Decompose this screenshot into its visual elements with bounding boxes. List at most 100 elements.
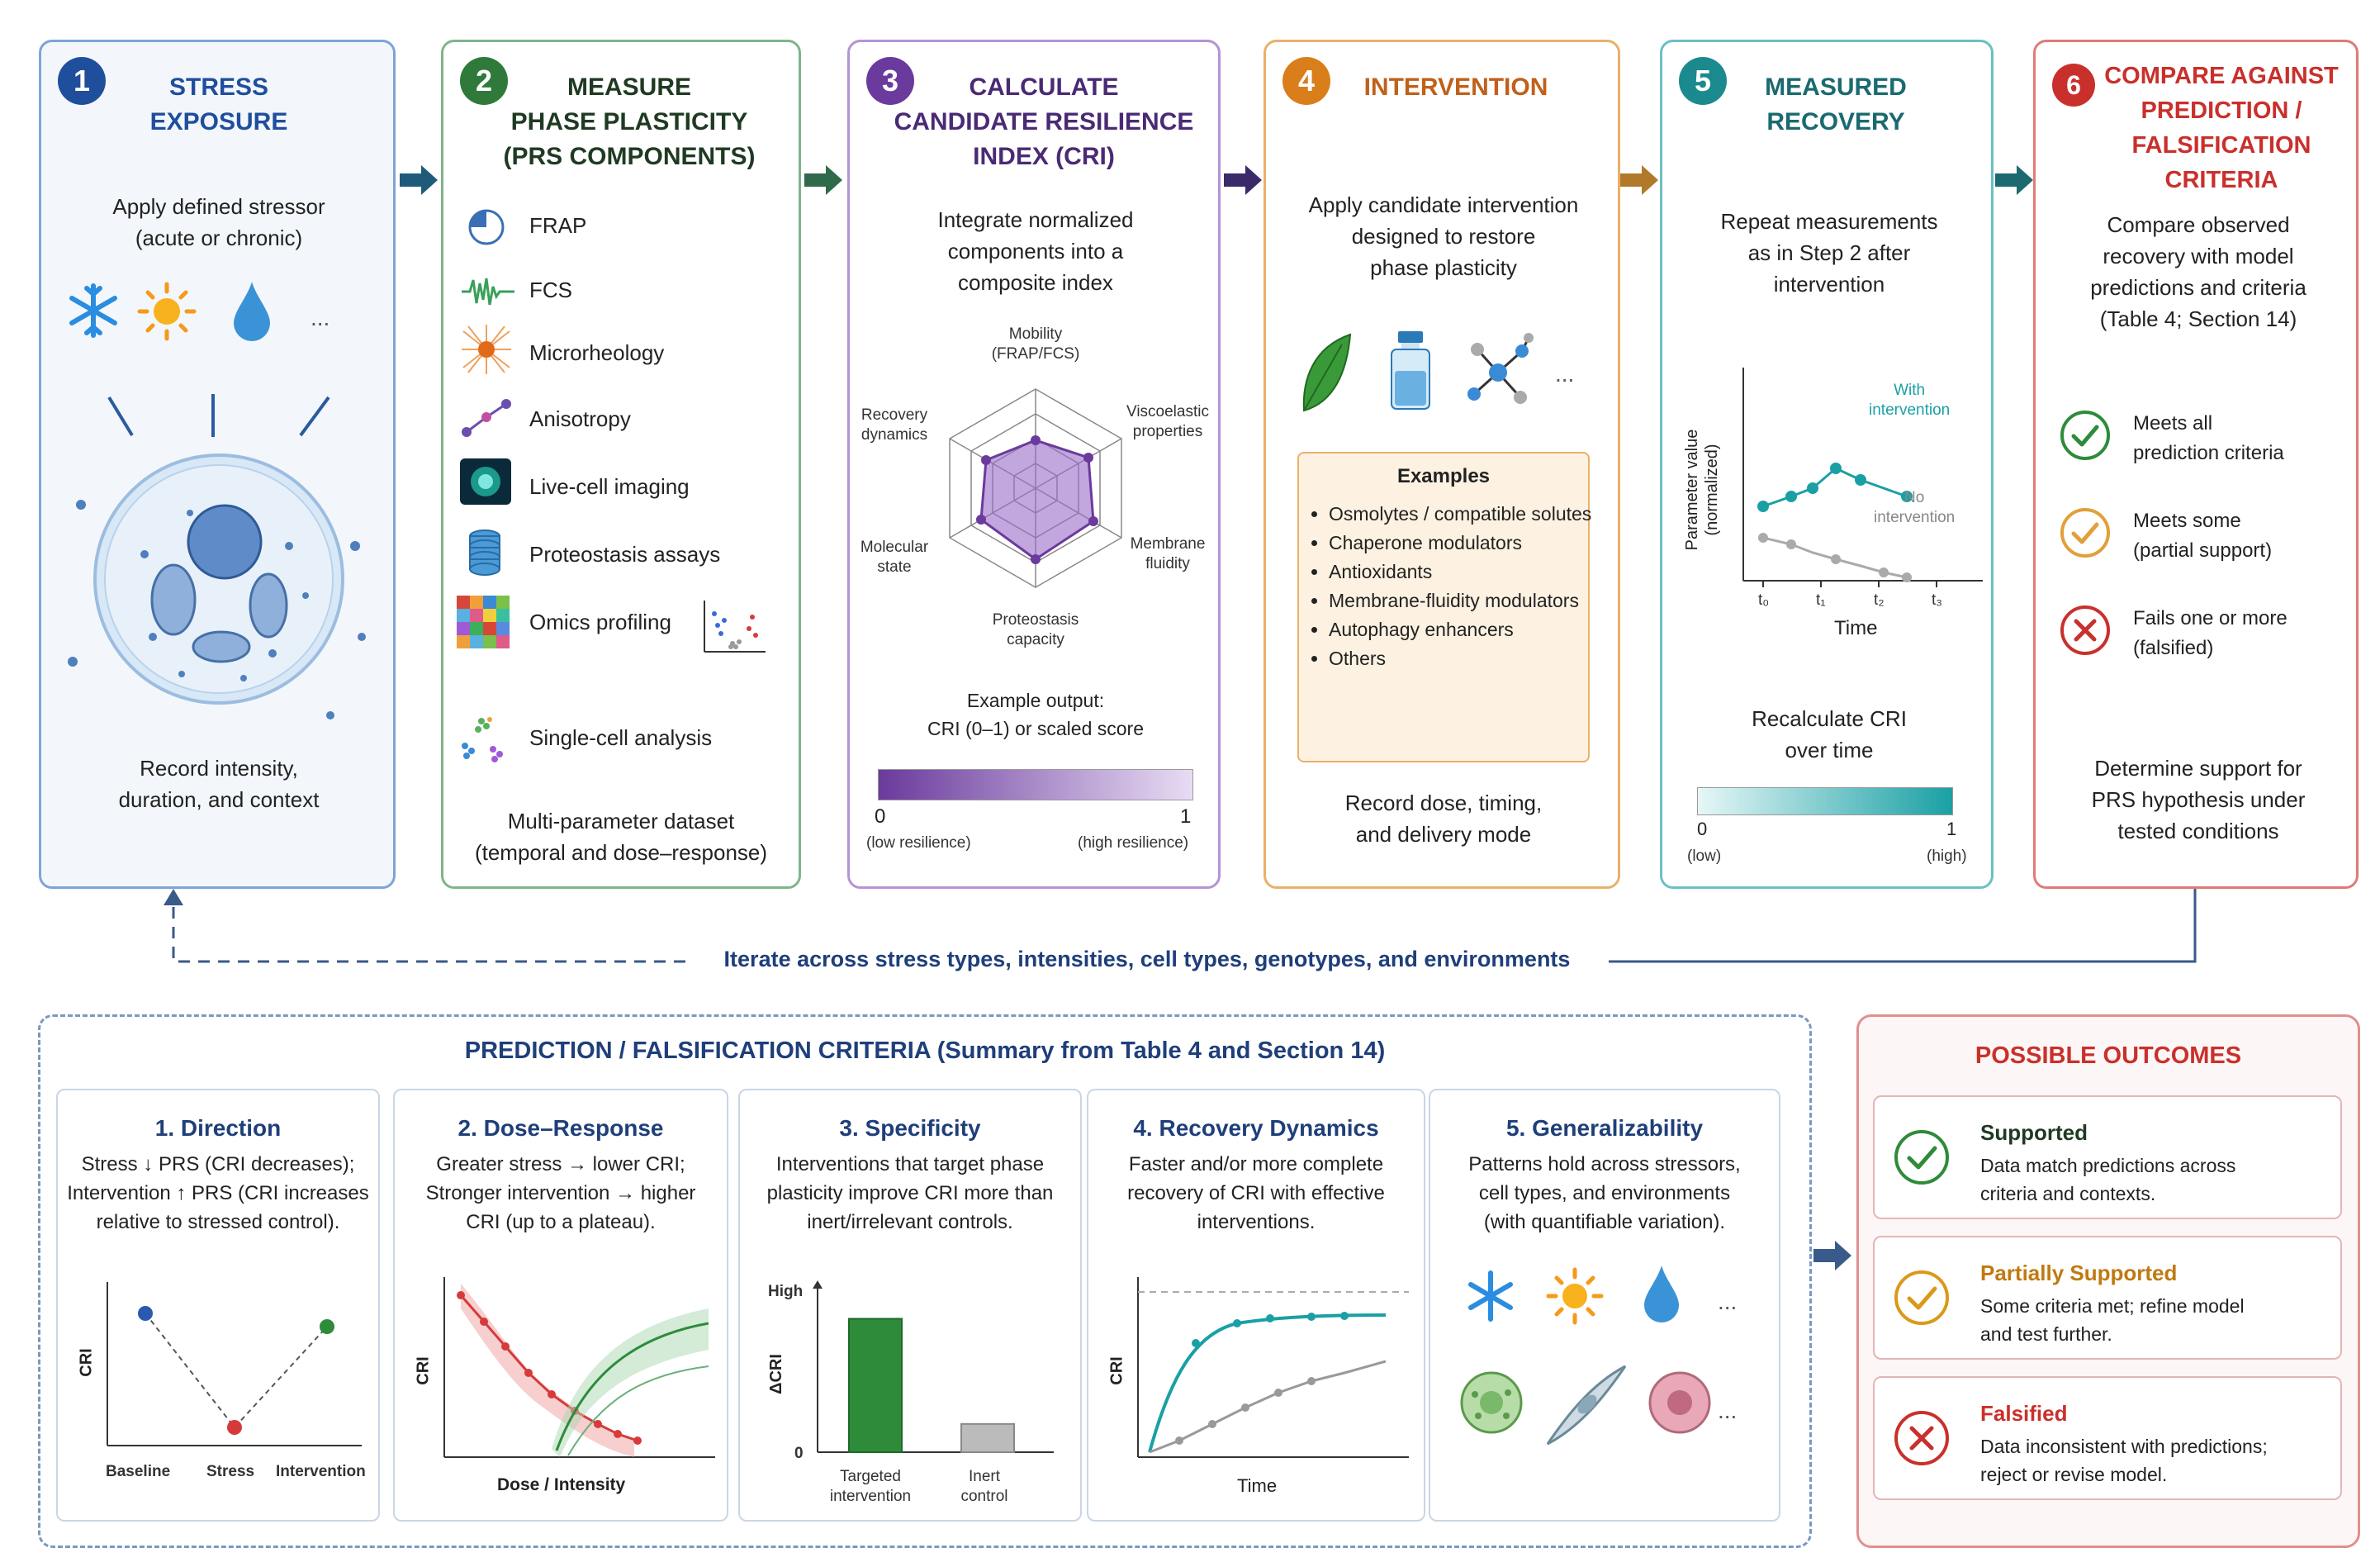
direction-xlabel-intervention: Intervention xyxy=(276,1463,366,1480)
cri-scale-high: (high resilience) xyxy=(1078,834,1189,852)
direction-baseline-point xyxy=(138,1306,153,1321)
step4-footer-line1: Record dose, timing, xyxy=(1344,791,1543,815)
specificity-inert-line2: control xyxy=(960,1488,1008,1505)
criterion-recovery-line3: interventions. xyxy=(1197,1211,1316,1233)
step1-footer-line1: Record intensity, xyxy=(140,756,298,781)
step3-panel: 3 CALCULATE CANDIDATE RESILIENCE INDEX (… xyxy=(847,40,1221,889)
method-anisotropy: Anisotropy xyxy=(529,406,631,431)
vial-icon xyxy=(1391,331,1430,410)
water-drop-icon xyxy=(1644,1265,1679,1322)
result-fails: Fails one or more (falsified) xyxy=(2133,604,2288,663)
step5-recalc: Recalculate CRI over time xyxy=(1671,703,1988,766)
criterion-general-line2: cell types, and environments xyxy=(1478,1182,1731,1204)
flow-arrow-3 xyxy=(1224,165,1262,195)
specificity-targeted-line1: Targeted xyxy=(840,1468,901,1485)
direction-stress-point xyxy=(227,1420,242,1435)
result-meets-all-line1: Meets all xyxy=(2133,412,2213,434)
step6-number-badge: 6 xyxy=(2052,64,2095,107)
step5-desc-line3: intervention xyxy=(1773,272,1885,297)
specificity-high-label: High xyxy=(768,1283,804,1300)
recovery-scale-max: 1 xyxy=(1946,819,1957,839)
recovery-dynamics-ylabel: CRI xyxy=(1107,1356,1126,1385)
flow-arrow-1 xyxy=(400,165,438,195)
cri-gradient-bar xyxy=(878,769,1193,800)
water-drop-icon xyxy=(234,282,270,341)
step3-output-line1: Example output: xyxy=(966,690,1105,711)
step4-number-badge: 4 xyxy=(1282,57,1330,105)
step6-desc-line1: Compare observed xyxy=(2107,212,2290,237)
outcome-supported-line2: criteria and contexts. xyxy=(1980,1183,2156,1204)
dose-xlabel: Dose / Intensity xyxy=(497,1475,626,1494)
single-cell-icon xyxy=(462,717,503,762)
criterion-specificity-text: Interventions that target phase plastici… xyxy=(740,1150,1080,1237)
step6-title: COMPARE AGAINST PREDICTION / FALSIFICATI… xyxy=(2093,59,2349,197)
criteria-section xyxy=(38,1014,1812,1548)
step2-panel: 2 MEASURE PHASE PLASTICITY (PRS COMPONEN… xyxy=(441,40,801,889)
criterion-direction-text: Stress ↓ PRS (CRI decreases); Interventi… xyxy=(58,1150,378,1237)
step4-desc-line1: Apply candidate intervention xyxy=(1308,192,1579,217)
recovery-tick-t3: t₃ xyxy=(1932,591,1943,609)
cri-scale-max: 1 xyxy=(1180,805,1192,828)
step6-desc-line3: predictions and criteria xyxy=(2090,275,2307,300)
example-item: Antioxidants xyxy=(1329,558,1593,586)
specificity-ylabel: ΔCRI xyxy=(766,1354,785,1394)
step2-footer-line1: Multi-parameter dataset xyxy=(507,809,735,833)
recovery-tick-t0: t₀ xyxy=(1758,591,1770,609)
step5-description: Repeat measurements as in Step 2 after i… xyxy=(1671,206,1988,300)
partial-check-circle-icon xyxy=(2060,508,2110,558)
step1-desc-line2: (acute or chronic) xyxy=(135,226,303,250)
recovery-tick-t1: t₁ xyxy=(1816,591,1826,609)
snowflake-icon xyxy=(1468,1270,1513,1322)
step1-title-line2: EXPOSURE xyxy=(149,108,288,135)
step2-title-line2: PHASE PLASTICITY xyxy=(510,108,748,135)
result-fails-line2: (falsified) xyxy=(2133,637,2214,659)
step6-number: 6 xyxy=(2066,69,2081,100)
recovery-dynamics-chart xyxy=(1137,1277,1409,1458)
outcome-partial-line1: Some criteria met; refine model xyxy=(1980,1295,2245,1317)
step5-recalc-line1: Recalculate CRI xyxy=(1752,706,1907,731)
radar-label-recovery-line2: dynamics xyxy=(860,426,928,444)
criterion-dose-line1: Greater stress → lower CRI; xyxy=(436,1153,685,1175)
step6-desc-line4: (Table 4; Section 14) xyxy=(2099,306,2297,331)
criterion-general-line3: (with quantifiable variation). xyxy=(1483,1211,1726,1233)
molecule-icon xyxy=(1467,333,1534,404)
criterion-direction-title: 1. Direction xyxy=(154,1115,282,1141)
criterion-dose-title: 2. Dose–Response xyxy=(458,1115,664,1141)
dose-response-chart xyxy=(443,1277,715,1458)
criterion-direction-line3: relative to stressed control). xyxy=(96,1211,340,1233)
step6-title-line4: CRITERIA xyxy=(2164,167,2278,193)
step2-title: MEASURE PHASE PLASTICITY (PRS COMPONENTS… xyxy=(493,70,766,174)
flow-arrow-4 xyxy=(1620,165,1658,195)
step6-desc-line2: recovery with model xyxy=(2103,244,2294,268)
radar-label-molecular-line1: Molecular xyxy=(860,539,929,556)
example-item: Autophagy enhancers xyxy=(1329,615,1593,644)
direction-xlabel-baseline: Baseline xyxy=(106,1463,171,1480)
radar-label-viscoelastic-line2: properties xyxy=(1132,423,1203,440)
outcome-falsified: Falsified Data inconsistent with predict… xyxy=(1873,1376,2342,1500)
step6-title-line2: PREDICTION / xyxy=(2141,97,2302,124)
anisotropy-icon xyxy=(462,399,511,437)
result-fails-line1: Fails one or more xyxy=(2133,607,2288,629)
radar-label-mobility-line2: (FRAP/FCS) xyxy=(991,345,1080,363)
step4-ellipsis: ... xyxy=(1555,361,1575,387)
flow-arrow-5 xyxy=(1995,165,2033,195)
outcome-falsified-line2: reject or revise model. xyxy=(1980,1464,2168,1485)
criterion-specificity: 3. Specificity Interventions that target… xyxy=(738,1089,1082,1522)
criterion-dose-response: 2. Dose–Response Greater stress → lower … xyxy=(393,1089,728,1522)
step4-panel: 4 INTERVENTION Apply candidate intervent… xyxy=(1263,40,1620,889)
recovery-scale-low: (low) xyxy=(1687,848,1722,865)
outcome-partially-supported: Partially Supported Some criteria met; r… xyxy=(1873,1236,2342,1360)
criterion-generalizability-title: 5. Generalizability xyxy=(1505,1115,1704,1141)
step2-footer-line2: (temporal and dose–response) xyxy=(474,840,768,865)
step6-title-line3: FALSIFICATION xyxy=(2131,132,2311,159)
generalizability-ellipsis-2: ... xyxy=(1718,1398,1738,1423)
check-circle-icon xyxy=(1894,1130,1949,1185)
step5-title-line2: RECOVERY xyxy=(1766,108,1905,135)
criterion-recovery-text: Faster and/or more complete recovery of … xyxy=(1088,1150,1424,1237)
recovery-without-line1: No xyxy=(1904,489,1925,506)
